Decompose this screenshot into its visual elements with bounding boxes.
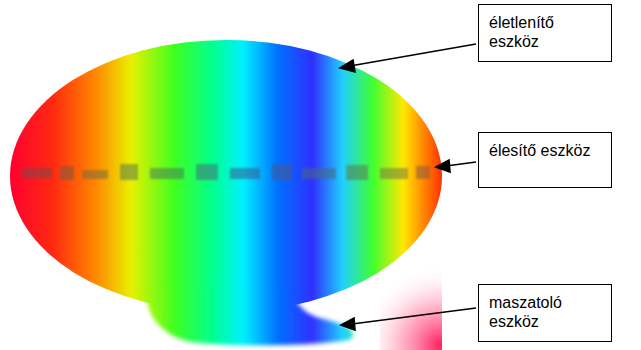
callout-label: életlenítő eszköz (489, 13, 601, 51)
smeared-area (147, 279, 353, 345)
pink-smudge (380, 260, 442, 350)
callout-box: maszatoló eszköz (478, 284, 612, 342)
blurred-inner-marks (22, 164, 430, 180)
rainbow-ellipse (10, 40, 442, 312)
leader-arrows (340, 44, 476, 330)
arrow-head (340, 60, 355, 72)
arrow-head (341, 318, 355, 330)
callout-label: élesítő eszköz (489, 141, 601, 160)
leader-line (352, 308, 476, 324)
callout-box: életlenítő eszköz (478, 4, 612, 62)
callout-box: élesítő eszköz (478, 132, 612, 188)
callout-label: maszatoló eszköz (489, 293, 601, 331)
arrow-head (436, 160, 450, 172)
leader-line (350, 44, 476, 66)
leader-line (446, 162, 476, 166)
